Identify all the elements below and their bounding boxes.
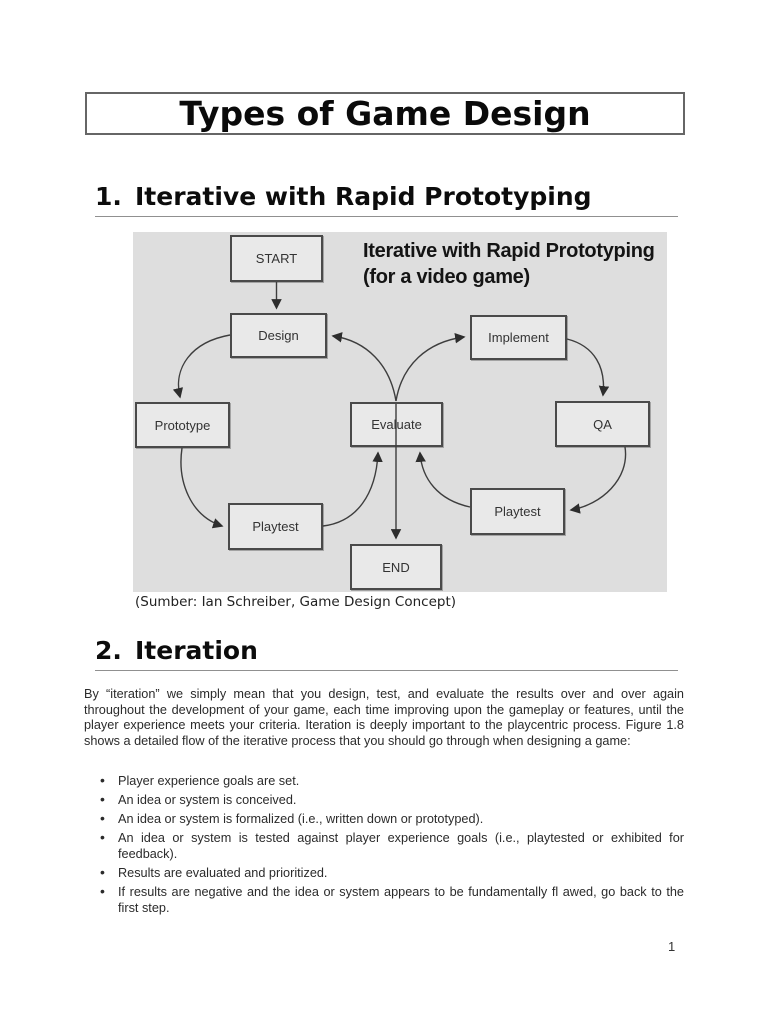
figure-title-line1: Iterative with Rapid Prototyping	[363, 240, 655, 262]
flow-node-playtest-left: Playtest	[228, 503, 323, 550]
bullet-item: An idea or system is conceived.	[84, 791, 684, 808]
flow-node-evaluate: Evaluate	[350, 402, 443, 447]
arrow-prototype-playtest	[180, 447, 224, 529]
bullet-item: An idea or system is tested against play…	[84, 829, 684, 862]
section-heading-1: 1. Iterative with Rapid Prototyping	[95, 182, 678, 217]
flow-node-prototype: Prototype	[135, 402, 230, 448]
iteration-bullet-list: Player experience goals are set. An idea…	[84, 772, 684, 919]
document-title: Types of Game Design	[179, 94, 591, 133]
section-number: 2.	[95, 636, 122, 665]
bullet-item: Results are evaluated and prioritized.	[84, 864, 684, 881]
arrow-evaluate-design	[331, 332, 397, 402]
arrow-evaluate-implement	[395, 332, 466, 402]
flow-node-playtest-right: Playtest	[470, 488, 565, 535]
figure-caption: (Sumber: Ian Schreiber, Game Design Conc…	[135, 594, 457, 610]
section-heading-2: 2. Iteration	[95, 636, 678, 671]
section-title: Iteration	[135, 636, 258, 665]
document-title-box: Types of Game Design	[85, 92, 685, 135]
arrow-qa-playtest	[569, 446, 627, 514]
figure-title: Iterative with Rapid Prototyping (for a …	[363, 238, 663, 290]
page-number: 1	[668, 939, 676, 954]
arrow-playtest-evaluate-2	[415, 451, 471, 508]
bullet-item: If results are negative and the idea or …	[84, 883, 684, 916]
arrow-implement-qa	[566, 338, 610, 397]
flow-node-implement: Implement	[470, 315, 567, 360]
flow-node-end: END	[350, 544, 442, 590]
flow-node-design: Design	[230, 313, 327, 358]
flowchart-figure: Iterative with Rapid Prototyping (for a …	[133, 232, 667, 592]
arrow-design-prototype	[172, 334, 231, 399]
arrow-playtest-evaluate	[322, 451, 383, 527]
section-number: 1.	[95, 182, 122, 211]
flow-node-start: START	[230, 235, 323, 282]
flow-node-qa: QA	[555, 401, 650, 447]
section-title: Iterative with Rapid Prototyping	[135, 182, 592, 211]
bullet-item: Player experience goals are set.	[84, 772, 684, 789]
bullet-item: An idea or system is formalized (i.e., w…	[84, 810, 684, 827]
iteration-paragraph: By “iteration” we simply mean that you d…	[84, 687, 684, 748]
figure-title-line2: (for a video game)	[363, 266, 530, 288]
